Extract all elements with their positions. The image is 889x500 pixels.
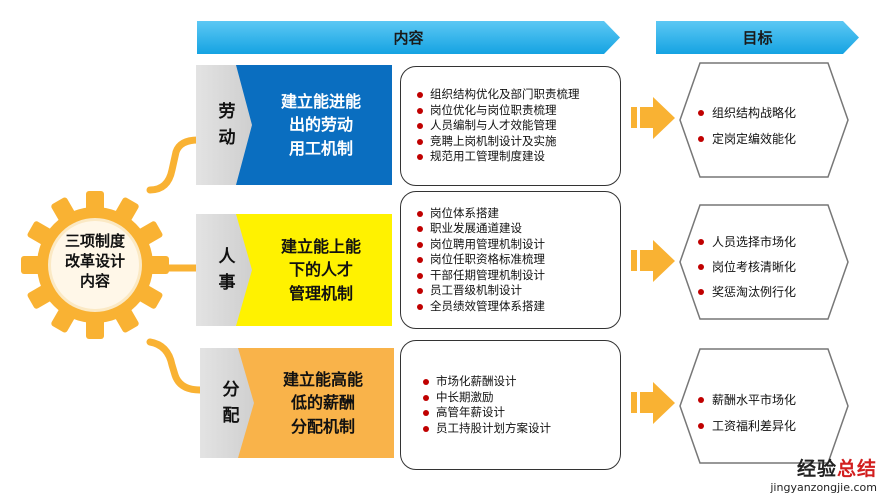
- list-item: 员工晋级机制设计: [417, 283, 620, 299]
- goal-item: 工资福利差异化: [698, 418, 848, 434]
- goal-item: 岗位考核清晰化: [698, 259, 848, 275]
- content-box-distribution: 市场化薪酬设计 中长期激励 高管年薪设计 员工持股计划方案设计: [400, 340, 621, 470]
- list-item: 人员编制与人才效能管理: [417, 118, 620, 134]
- goal-hexagon-labor: [679, 62, 849, 178]
- goal-hexagon-personnel: [679, 204, 849, 320]
- list-item: 规范用工管理制度建设: [417, 149, 620, 165]
- list-item: 岗位任职资格标准梳理: [417, 252, 620, 268]
- goal-list-distribution: 薪酬水平市场化 工资福利差异化: [698, 392, 848, 434]
- list-item: 高管年薪设计: [423, 405, 620, 421]
- goal-item: 奖惩淘汰例行化: [698, 284, 848, 300]
- goal-item: 定岗定编效能化: [698, 131, 848, 147]
- list-item: 竞聘上岗机制设计及实施: [417, 134, 620, 150]
- list-item: 组织结构优化及部门职责梳理: [417, 87, 620, 103]
- row-title-labor: 建立能进能出的劳动用工机制: [236, 65, 392, 185]
- gear-icon: [21, 191, 169, 339]
- content-box-personnel: 岗位体系搭建 职业发展通道建设 岗位聘用管理机制设计 岗位任职资格标准梳理 干部…: [400, 191, 621, 329]
- list-item: 市场化薪酬设计: [423, 374, 620, 390]
- content-header: 内容: [197, 21, 620, 54]
- goal-hexagon-distribution: [679, 348, 849, 464]
- arrow-right-icon: [631, 382, 675, 424]
- center-label: 三项制度 改革设计 内容: [64, 232, 125, 290]
- arrow-right-icon: [631, 240, 675, 282]
- row-title-distribution: 建立能高能低的薪酬分配机制: [238, 348, 394, 458]
- list-item: 全员绩效管理体系搭建: [417, 299, 620, 315]
- row-title-personnel: 建立能上能下的人才管理机制: [236, 214, 392, 326]
- list-item: 员工持股计划方案设计: [423, 421, 620, 437]
- list-item: 干部任期管理机制设计: [417, 268, 620, 284]
- list-item: 中长期激励: [423, 390, 620, 406]
- goal-item: 组织结构战略化: [698, 105, 848, 121]
- goal-list-personnel: 人员选择市场化 岗位考核清晰化 奖惩淘汰例行化: [698, 234, 848, 300]
- list-item: 岗位聘用管理机制设计: [417, 237, 620, 253]
- watermark: 经验总结 jingyanzongjie.com: [770, 458, 877, 494]
- goal-item: 人员选择市场化: [698, 234, 848, 250]
- list-item: 岗位体系搭建: [417, 206, 620, 222]
- content-box-labor: 组织结构优化及部门职责梳理 岗位优化与岗位职责梳理 人员编制与人才效能管理 竞聘…: [400, 66, 621, 186]
- goal-list-labor: 组织结构战略化 定岗定编效能化: [698, 105, 848, 147]
- list-item: 职业发展通道建设: [417, 221, 620, 237]
- goal-header: 目标: [656, 21, 859, 54]
- list-item: 岗位优化与岗位职责梳理: [417, 103, 620, 119]
- arrow-right-icon: [631, 97, 675, 139]
- goal-item: 薪酬水平市场化: [698, 392, 848, 408]
